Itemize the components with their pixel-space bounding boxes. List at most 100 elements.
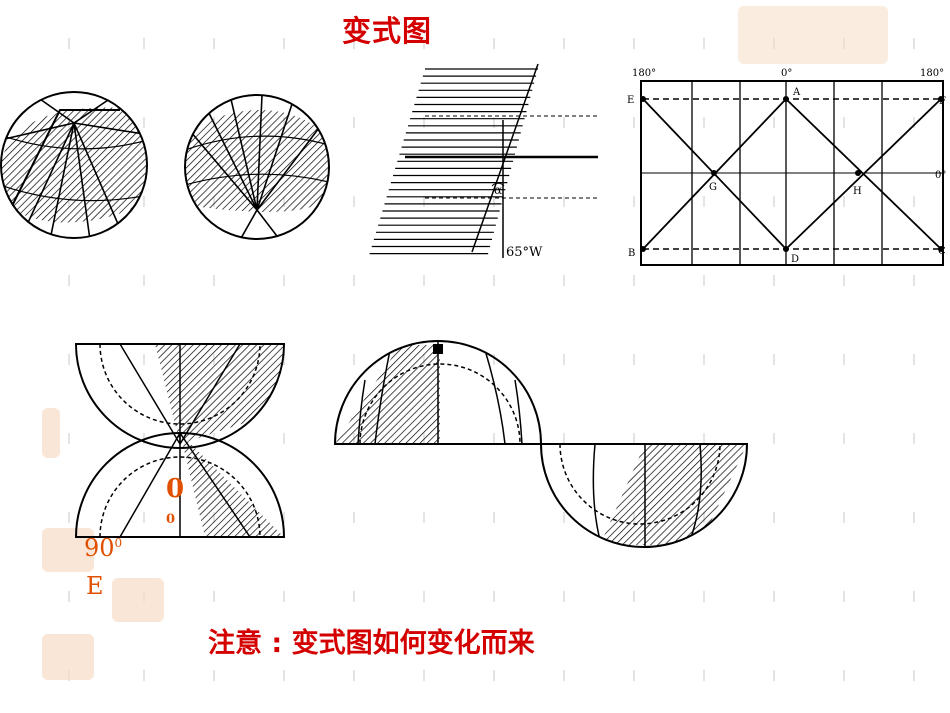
grid-tick [68, 433, 70, 444]
grid-tick [843, 670, 845, 681]
grid-tick [843, 196, 845, 207]
point-f: F [939, 96, 946, 107]
rectangular-map-diagram: 180° 0° 180° 0° A B C D E F G H [627, 68, 946, 266]
grid-tick [143, 117, 145, 128]
grid-tick [353, 670, 355, 681]
grid-tick [423, 38, 425, 49]
seal-watermark-left-2 [42, 528, 94, 572]
label-zero: 0 [166, 474, 185, 504]
grid-tick [68, 275, 70, 286]
grid-tick [703, 433, 705, 444]
grid-tick [143, 670, 145, 681]
grid-tick [843, 433, 845, 444]
grid-tick [843, 591, 845, 602]
grid-tick [563, 38, 565, 49]
grid-tick [913, 512, 915, 523]
grid-tick [633, 275, 635, 286]
grid-tick [353, 117, 355, 128]
grid-tick [773, 670, 775, 681]
grid-tick [353, 275, 355, 286]
globe-diagram-1 [0, 91, 148, 239]
grid-tick [563, 670, 565, 681]
grid-tick [913, 354, 915, 365]
point-b: B [628, 248, 635, 259]
grid-tick [493, 591, 495, 602]
label-0-top: 0° [781, 68, 792, 79]
grid-tick [68, 38, 70, 49]
grid-tick [633, 117, 635, 128]
label-east: E [86, 572, 104, 600]
twin-hemisphere-diagram [74, 343, 286, 538]
grid-tick [633, 354, 635, 365]
grid-tick [703, 354, 705, 365]
grid-tick [563, 433, 565, 444]
grid-tick [913, 433, 915, 444]
grid-tick [703, 38, 705, 49]
grid-tick [353, 354, 355, 365]
grid-tick [143, 38, 145, 49]
label-ninety: 900 [84, 534, 122, 562]
grid-tick [633, 591, 635, 602]
grid-tick [703, 196, 705, 207]
seal-watermark-top-right [738, 6, 888, 64]
point-e: E [627, 95, 634, 106]
grid-tick [283, 512, 285, 523]
grid-tick [703, 117, 705, 128]
grid-tick [563, 512, 565, 523]
grid-tick [213, 275, 215, 286]
grid-tick [493, 512, 495, 523]
grid-tick [843, 354, 845, 365]
grid-tick [213, 670, 215, 681]
grid-tick [773, 433, 775, 444]
alpha-label: α [494, 183, 502, 197]
grid-tick [353, 512, 355, 523]
meridian-65w-label: 65°W [506, 245, 543, 260]
grid-tick [703, 275, 705, 286]
grid-tick [913, 38, 915, 49]
terminator-line [471, 63, 539, 253]
grid-tick [563, 117, 565, 128]
grid-tick [773, 512, 775, 523]
grid-tick [213, 591, 215, 602]
grid-tick [913, 670, 915, 681]
grid-tick [283, 275, 285, 286]
label-0-right: 0° [935, 170, 946, 181]
grid-tick [773, 354, 775, 365]
s-curve-hemisphere-diagram [333, 340, 749, 548]
grid-tick [493, 117, 495, 128]
grid-tick [563, 591, 565, 602]
grid-tick [423, 117, 425, 128]
grid-tick [843, 275, 845, 286]
grid-tick [143, 196, 145, 207]
grid-tick [913, 275, 915, 286]
grid-tick [283, 38, 285, 49]
grid-tick [143, 275, 145, 286]
grid-tick [633, 38, 635, 49]
grid-tick [773, 117, 775, 128]
grid-tick [843, 117, 845, 128]
seal-watermark-left-3 [112, 578, 164, 622]
grid-tick [283, 433, 285, 444]
grid-tick [703, 670, 705, 681]
terminator-line-diagram: α 65°W [369, 63, 598, 260]
label-ninety-degree: 0 [114, 536, 123, 550]
grid-tick [68, 512, 70, 523]
grid-tick [493, 38, 495, 49]
grid-tick [493, 433, 495, 444]
slide-title: 变式图 [342, 14, 433, 48]
grid-tick [423, 670, 425, 681]
grid-tick [353, 196, 355, 207]
grid-tick [283, 354, 285, 365]
grid-tick [283, 670, 285, 681]
grid-tick [423, 591, 425, 602]
label-ninety-value: 90 [84, 534, 115, 562]
grid-tick [423, 196, 425, 207]
label-180-left: 180° [632, 68, 656, 79]
grid-tick [773, 196, 775, 207]
grid-tick [633, 196, 635, 207]
grid-tick [353, 591, 355, 602]
grid-tick [143, 354, 145, 365]
point-d: D [791, 254, 799, 265]
